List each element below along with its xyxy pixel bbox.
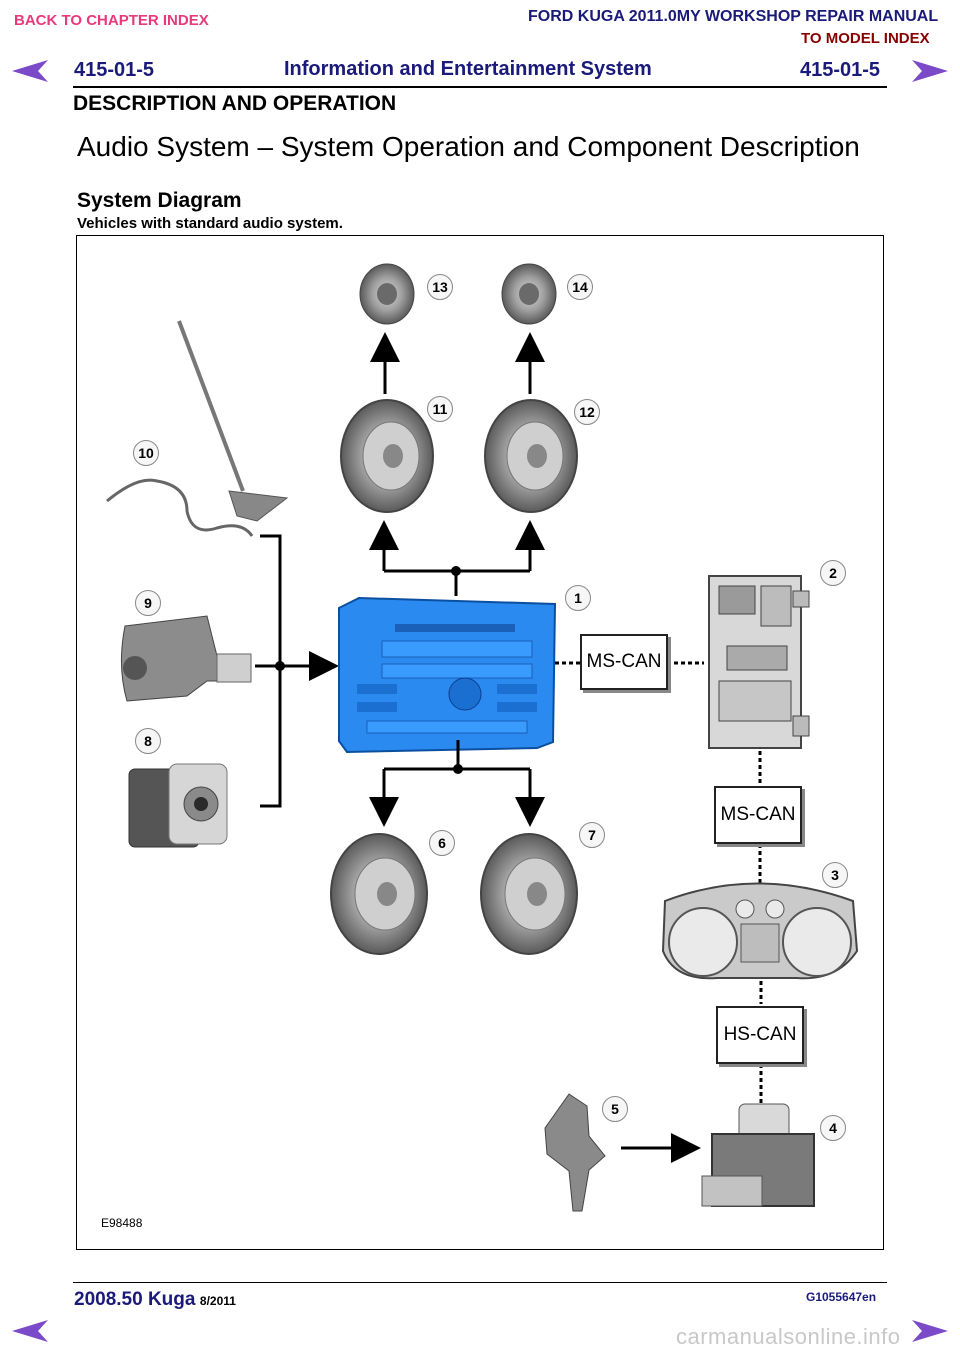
manual-title: FORD KUGA 2011.0MY WORKSHOP REPAIR MANUA… xyxy=(528,8,939,25)
steering-audio-controls-9 xyxy=(120,615,252,702)
next-page-arrow-icon[interactable] xyxy=(910,58,950,84)
wheel-speed-sensor-5 xyxy=(544,1093,606,1212)
diagram-artwork xyxy=(106,263,859,1212)
callout-14: 14 xyxy=(567,274,593,300)
body-control-module-2 xyxy=(708,575,810,749)
document-title: Audio System – System Operation and Comp… xyxy=(77,131,860,162)
callout-6: 6 xyxy=(429,830,455,856)
system-diagram: MS-CAN MS-CAN HS-CAN 1 2 3 4 5 6 7 8 9 1… xyxy=(76,235,884,1250)
to-model-index-link[interactable]: TO MODEL INDEX xyxy=(801,30,930,47)
hs-can-label: HS-CAN xyxy=(716,1006,804,1064)
chapter-title: Information and Entertainment System xyxy=(284,58,652,80)
audio-unit-1 xyxy=(338,596,557,754)
callout-10: 10 xyxy=(133,440,159,466)
previous-page-arrow-bottom-icon[interactable] xyxy=(10,1318,50,1344)
figure-id: E98488 xyxy=(101,1216,143,1230)
callout-1: 1 xyxy=(565,585,591,611)
ms-can-label-2: MS-CAN xyxy=(714,786,802,844)
rear-door-speaker-7 xyxy=(480,833,578,955)
callout-13: 13 xyxy=(427,274,453,300)
back-to-chapter-index-link[interactable]: BACK TO CHAPTER INDEX xyxy=(14,12,209,29)
callout-12: 12 xyxy=(574,399,600,425)
page-number-right: 415-01-5 xyxy=(800,59,881,81)
aux-input-8 xyxy=(128,763,228,848)
next-page-arrow-bottom-icon[interactable] xyxy=(910,1318,950,1344)
footer-edition: 2008.50 Kuga 8/2011 xyxy=(74,1289,236,1311)
rear-door-speaker-6 xyxy=(330,833,428,955)
front-door-speaker-12 xyxy=(484,399,578,513)
previous-page-arrow-icon[interactable] xyxy=(10,58,50,84)
header-rule xyxy=(73,86,887,88)
callout-9: 9 xyxy=(135,590,161,616)
instrument-cluster-3 xyxy=(661,882,859,980)
footer-code: G1055647en xyxy=(806,1290,877,1304)
footer-date: 8/2011 xyxy=(199,1294,236,1308)
callout-8: 8 xyxy=(135,728,161,754)
footer-rule xyxy=(73,1282,887,1283)
abs-module-4 xyxy=(701,1103,815,1207)
diagram-caption: Vehicles with standard audio system. xyxy=(77,215,343,232)
section-heading: DESCRIPTION AND OPERATION xyxy=(73,92,397,115)
callout-11: 11 xyxy=(427,396,453,422)
watermark: carmanualsonline.info xyxy=(676,1324,901,1349)
front-door-speaker-11 xyxy=(340,399,434,513)
callout-4: 4 xyxy=(820,1115,846,1141)
antenna-10 xyxy=(106,320,289,537)
subsection-title: System Diagram xyxy=(77,189,242,212)
callout-7: 7 xyxy=(579,822,605,848)
ms-can-label-1: MS-CAN xyxy=(580,634,668,690)
callout-5: 5 xyxy=(602,1096,628,1122)
footer-model: 2008.50 Kuga xyxy=(74,1289,196,1310)
page-number-left: 415-01-5 xyxy=(74,59,155,81)
tweeter-13 xyxy=(359,263,415,325)
callout-2: 2 xyxy=(820,560,846,586)
callout-3: 3 xyxy=(822,862,848,888)
tweeter-14 xyxy=(501,263,557,325)
